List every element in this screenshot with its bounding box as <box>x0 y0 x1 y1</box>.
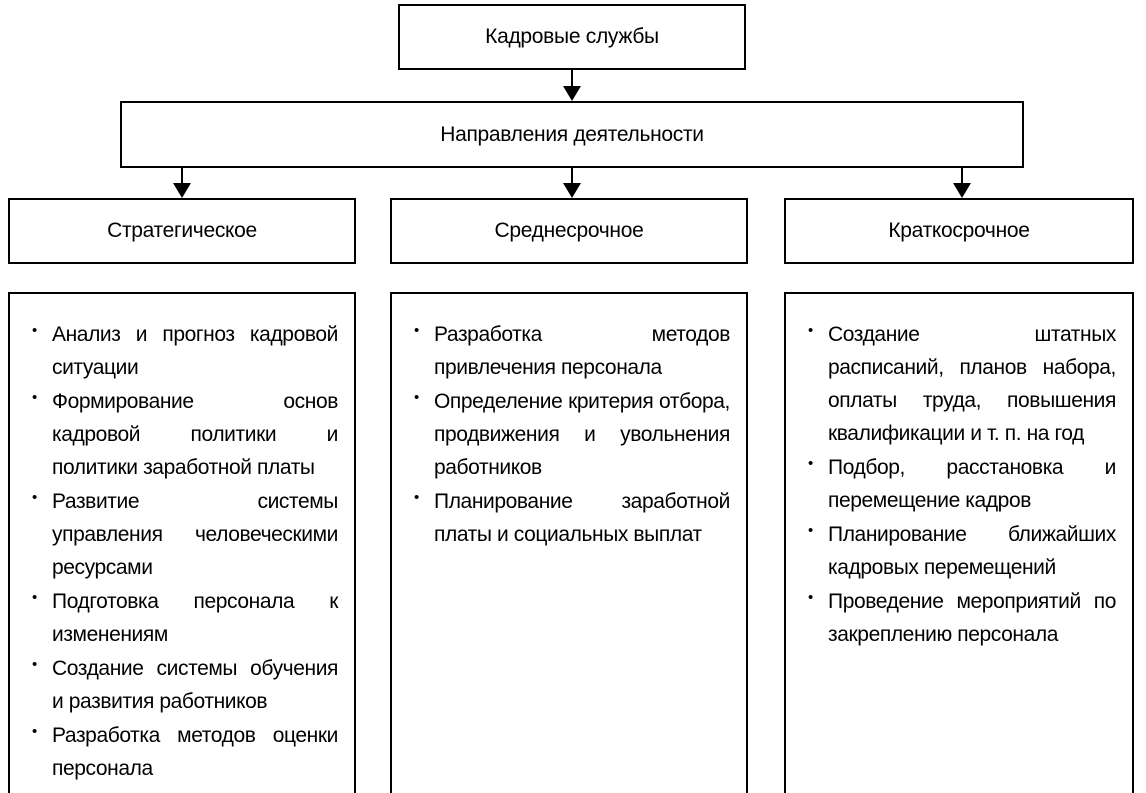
hr-services-label: Кадровые службы <box>485 25 659 48</box>
list-item: •Подбор, расстановка и перемещение кадро… <box>808 451 1116 517</box>
bullet-icon: • <box>808 322 813 339</box>
list-item: •Проведение мероприятий по закреплению п… <box>808 585 1116 651</box>
strategic-header-box: Стратегическое <box>8 198 356 264</box>
midterm-header-box: Среднесрочное <box>390 198 748 264</box>
list-item: •Формирование основ кадровой политики и … <box>32 385 338 484</box>
list-item: •Подготовка персонала к изменениям <box>32 585 338 651</box>
list-item: •Определение критерия отбора, продвижени… <box>414 385 730 484</box>
arrow-to-midterm-head <box>563 183 581 198</box>
bullet-icon: • <box>414 389 419 406</box>
bullet-icon: • <box>32 389 37 406</box>
list-item: •Анализ и прогноз кадровой ситуации <box>32 318 338 384</box>
list-item: •Разработка методов оценки персонала <box>32 719 338 785</box>
arrow-to-strategic-head <box>173 183 191 198</box>
directions-box: Направления деятельности <box>120 101 1024 168</box>
strategic-list-box: •Анализ и прогноз кадровой ситуации •Фор… <box>8 292 356 793</box>
bullet-icon: • <box>32 322 37 339</box>
bullet-icon: • <box>808 455 813 472</box>
bullet-icon: • <box>32 723 37 740</box>
list-item: •Планирование ближайших кадровых перемещ… <box>808 518 1116 584</box>
bullet-icon: • <box>808 522 813 539</box>
shortterm-header-box: Краткосрочное <box>784 198 1134 264</box>
arrow-to-shortterm-head <box>953 183 971 198</box>
strategic-title: Стратегическое <box>107 219 257 242</box>
midterm-list-box: •Разработка методов привлечения персонал… <box>390 292 748 793</box>
bullet-icon: • <box>32 589 37 606</box>
bullet-icon: • <box>808 589 813 606</box>
arrow-root-to-directions-head <box>563 86 581 101</box>
strategic-list: •Анализ и прогноз кадровой ситуации •Фор… <box>32 318 338 785</box>
bullet-icon: • <box>32 489 37 506</box>
list-item: •Создание штатных расписаний, планов наб… <box>808 318 1116 450</box>
shortterm-title: Краткосрочное <box>888 219 1030 242</box>
list-item: •Разработка методов привлечения персонал… <box>414 318 730 384</box>
directions-label: Направления деятельности <box>440 122 704 146</box>
shortterm-list: •Создание штатных расписаний, планов наб… <box>808 318 1116 651</box>
list-item: •Развитие системы управления человечески… <box>32 485 338 584</box>
midterm-list: •Разработка методов привлечения персонал… <box>414 318 730 551</box>
list-item: •Создание системы обучения и развития ра… <box>32 652 338 718</box>
bullet-icon: • <box>32 656 37 673</box>
bullet-icon: • <box>414 322 419 339</box>
bullet-icon: • <box>414 489 419 506</box>
shortterm-list-box: •Создание штатных расписаний, планов наб… <box>784 292 1134 793</box>
midterm-title: Среднесрочное <box>494 219 644 242</box>
hr-services-box: Кадровые службы <box>398 4 746 70</box>
list-item: •Планирование заработной платы и социаль… <box>414 485 730 551</box>
